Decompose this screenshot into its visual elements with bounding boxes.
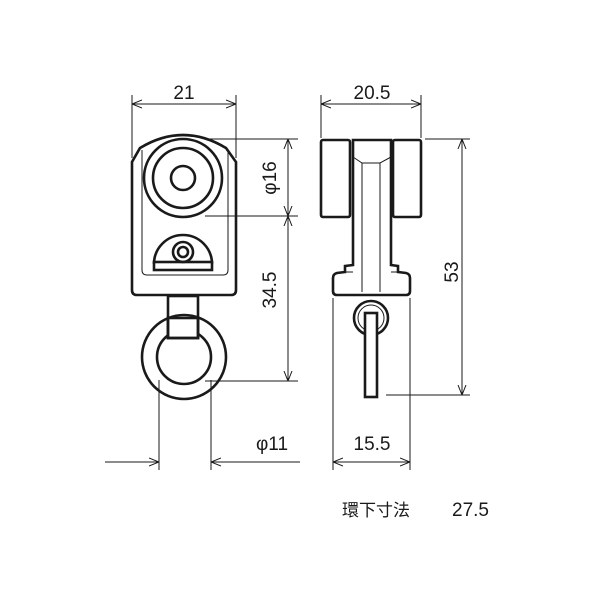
width-21-label: 21 bbox=[173, 83, 194, 104]
wheel-diameter-label: φ16 bbox=[260, 161, 281, 194]
flange-width-label: 15.5 bbox=[354, 434, 391, 455]
front-dimensions: 21 φ16 34.5 φ11 bbox=[105, 83, 300, 470]
ring-bar bbox=[363, 311, 379, 399]
height-53-label: 53 bbox=[442, 261, 463, 282]
side-dimensions: 20.5 53 15.5 bbox=[320, 83, 470, 470]
front-view bbox=[130, 133, 238, 401]
left-wheel bbox=[319, 138, 352, 219]
stem-body bbox=[331, 138, 412, 297]
wheel-hub bbox=[169, 164, 197, 192]
right-wheel bbox=[391, 138, 423, 219]
wheel-inner bbox=[151, 146, 215, 210]
side-view bbox=[319, 138, 423, 399]
height-34-5-label: 34.5 bbox=[260, 272, 281, 309]
bracket bbox=[152, 233, 214, 265]
wheel-outer bbox=[142, 137, 224, 219]
ring-drop-value: 27.5 bbox=[452, 500, 489, 521]
width-20-5-label: 20.5 bbox=[354, 83, 391, 104]
runner-body bbox=[130, 133, 238, 297]
ring-drop-label: 環下寸法 bbox=[342, 501, 410, 521]
ring-diameter-label: φ11 bbox=[256, 434, 288, 455]
ring-outer bbox=[140, 313, 228, 401]
